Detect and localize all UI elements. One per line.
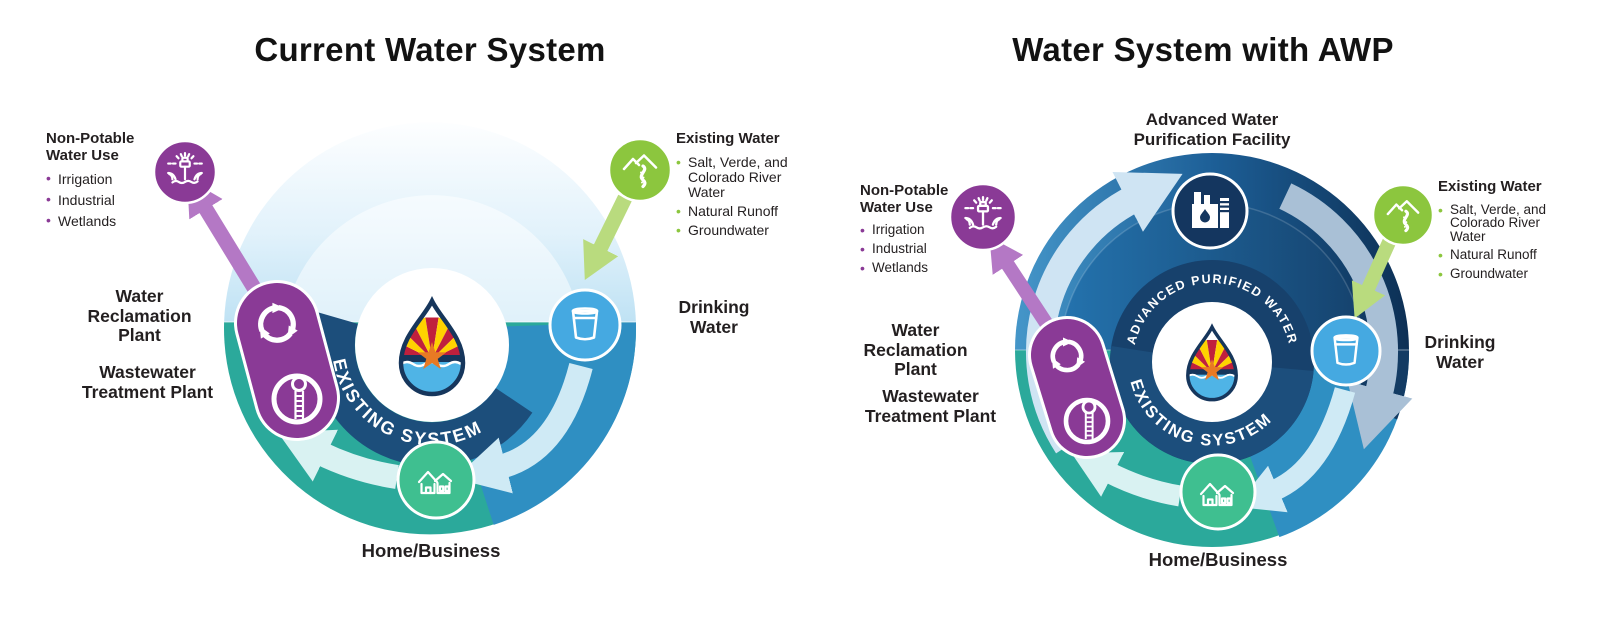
left-inner-halo <box>283 195 581 322</box>
wastewater-well-icon-right <box>1063 397 1111 445</box>
list-item: •Groundwater <box>676 221 769 238</box>
list-item: •Industrial <box>860 241 927 257</box>
factory-icon <box>1192 192 1229 228</box>
home-business-node <box>396 440 476 520</box>
drinking-water-node-right <box>1310 315 1382 387</box>
non-potable-node-right <box>948 182 1018 252</box>
list-item: •Groundwater <box>1438 265 1529 282</box>
list-item: •Wetlands <box>860 260 929 276</box>
existing-water-label-right: Existing Water •Salt, Verde, and Colorad… <box>1438 178 1554 282</box>
home-business-label-right: Home/Business <box>1148 549 1288 570</box>
wastewater-treatment-label-right: Wastewater Treatment Plant <box>864 386 997 426</box>
drinking-water-label-right: Drinking Water <box>1424 332 1496 372</box>
list-item: •Industrial <box>46 191 115 209</box>
non-potable-arrow <box>187 178 263 295</box>
wastewater-treatment-label-left: Wastewater Treatment Plant <box>81 362 214 402</box>
flow-arrow-drinking-to-home-right <box>1235 387 1356 513</box>
wastewater-plant-blob-right <box>1028 316 1126 459</box>
water-reclamation-label-right: Water Reclamation Plant <box>863 320 968 379</box>
wastewater-plant-blob <box>234 280 340 441</box>
existing-water-heading: Existing Water <box>676 130 780 147</box>
list-item: •Natural Runoff <box>676 202 779 219</box>
non-potable-label-left: Non-Potable Water Use •Irrigation •Indus… <box>46 130 146 230</box>
existing-water-node-right <box>1371 183 1435 247</box>
list-item: •Wetlands <box>46 212 117 230</box>
non-potable-label-right: Non-Potable Water Use •Irrigation •Indus… <box>860 182 960 276</box>
awp-facility-label: Advanced Water Purification Facility <box>1133 110 1291 149</box>
wastewater-well-icon <box>271 373 323 425</box>
right-title: Water System with AWP <box>1012 31 1394 68</box>
existing-water-arrow <box>583 194 632 280</box>
existing-water-heading: Existing Water <box>1438 178 1542 195</box>
left-title: Current Water System <box>254 31 606 68</box>
left-diagram: EXISTING SYSTEM <box>152 122 673 535</box>
right-diagram: ADVANCED PURIFIED WATER EXISTING SYSTEM <box>948 153 1435 547</box>
list-item: •Salt, Verde, and Colorado River Water <box>676 153 788 200</box>
water-reclamation-label-left: Water Reclamation Plant <box>87 286 192 345</box>
list-item: •Irrigation <box>860 222 925 238</box>
drinking-water-node <box>548 288 622 362</box>
flow-arrow-drinking-to-home <box>454 362 593 494</box>
home-business-node-right <box>1179 453 1257 531</box>
existing-water-arrow-right <box>1351 237 1397 319</box>
existing-water-node <box>607 137 673 203</box>
list-item: •Salt, Verde, and Colorado River Water <box>1438 201 1547 245</box>
existing-system-band-right <box>1110 346 1314 464</box>
non-potable-node <box>152 139 218 205</box>
list-item: •Natural Runoff <box>1438 246 1537 263</box>
factory-node <box>1171 172 1249 250</box>
flow-arrow-home-to-plant-right <box>1071 451 1182 507</box>
existing-system-band <box>310 311 533 467</box>
flow-arrow-home-to-plant <box>277 429 399 489</box>
non-potable-heading: Non-Potable Water Use <box>46 130 135 164</box>
existing-water-label-left: Existing Water •Salt, Verde, and Colorad… <box>676 130 796 238</box>
list-item: •Irrigation <box>46 170 113 188</box>
non-potable-arrow-right <box>989 236 1054 330</box>
drinking-water-label-left: Drinking Water <box>678 297 750 337</box>
home-business-label-left: Home/Business <box>361 540 501 561</box>
non-potable-heading: Non-Potable Water Use <box>860 182 949 216</box>
